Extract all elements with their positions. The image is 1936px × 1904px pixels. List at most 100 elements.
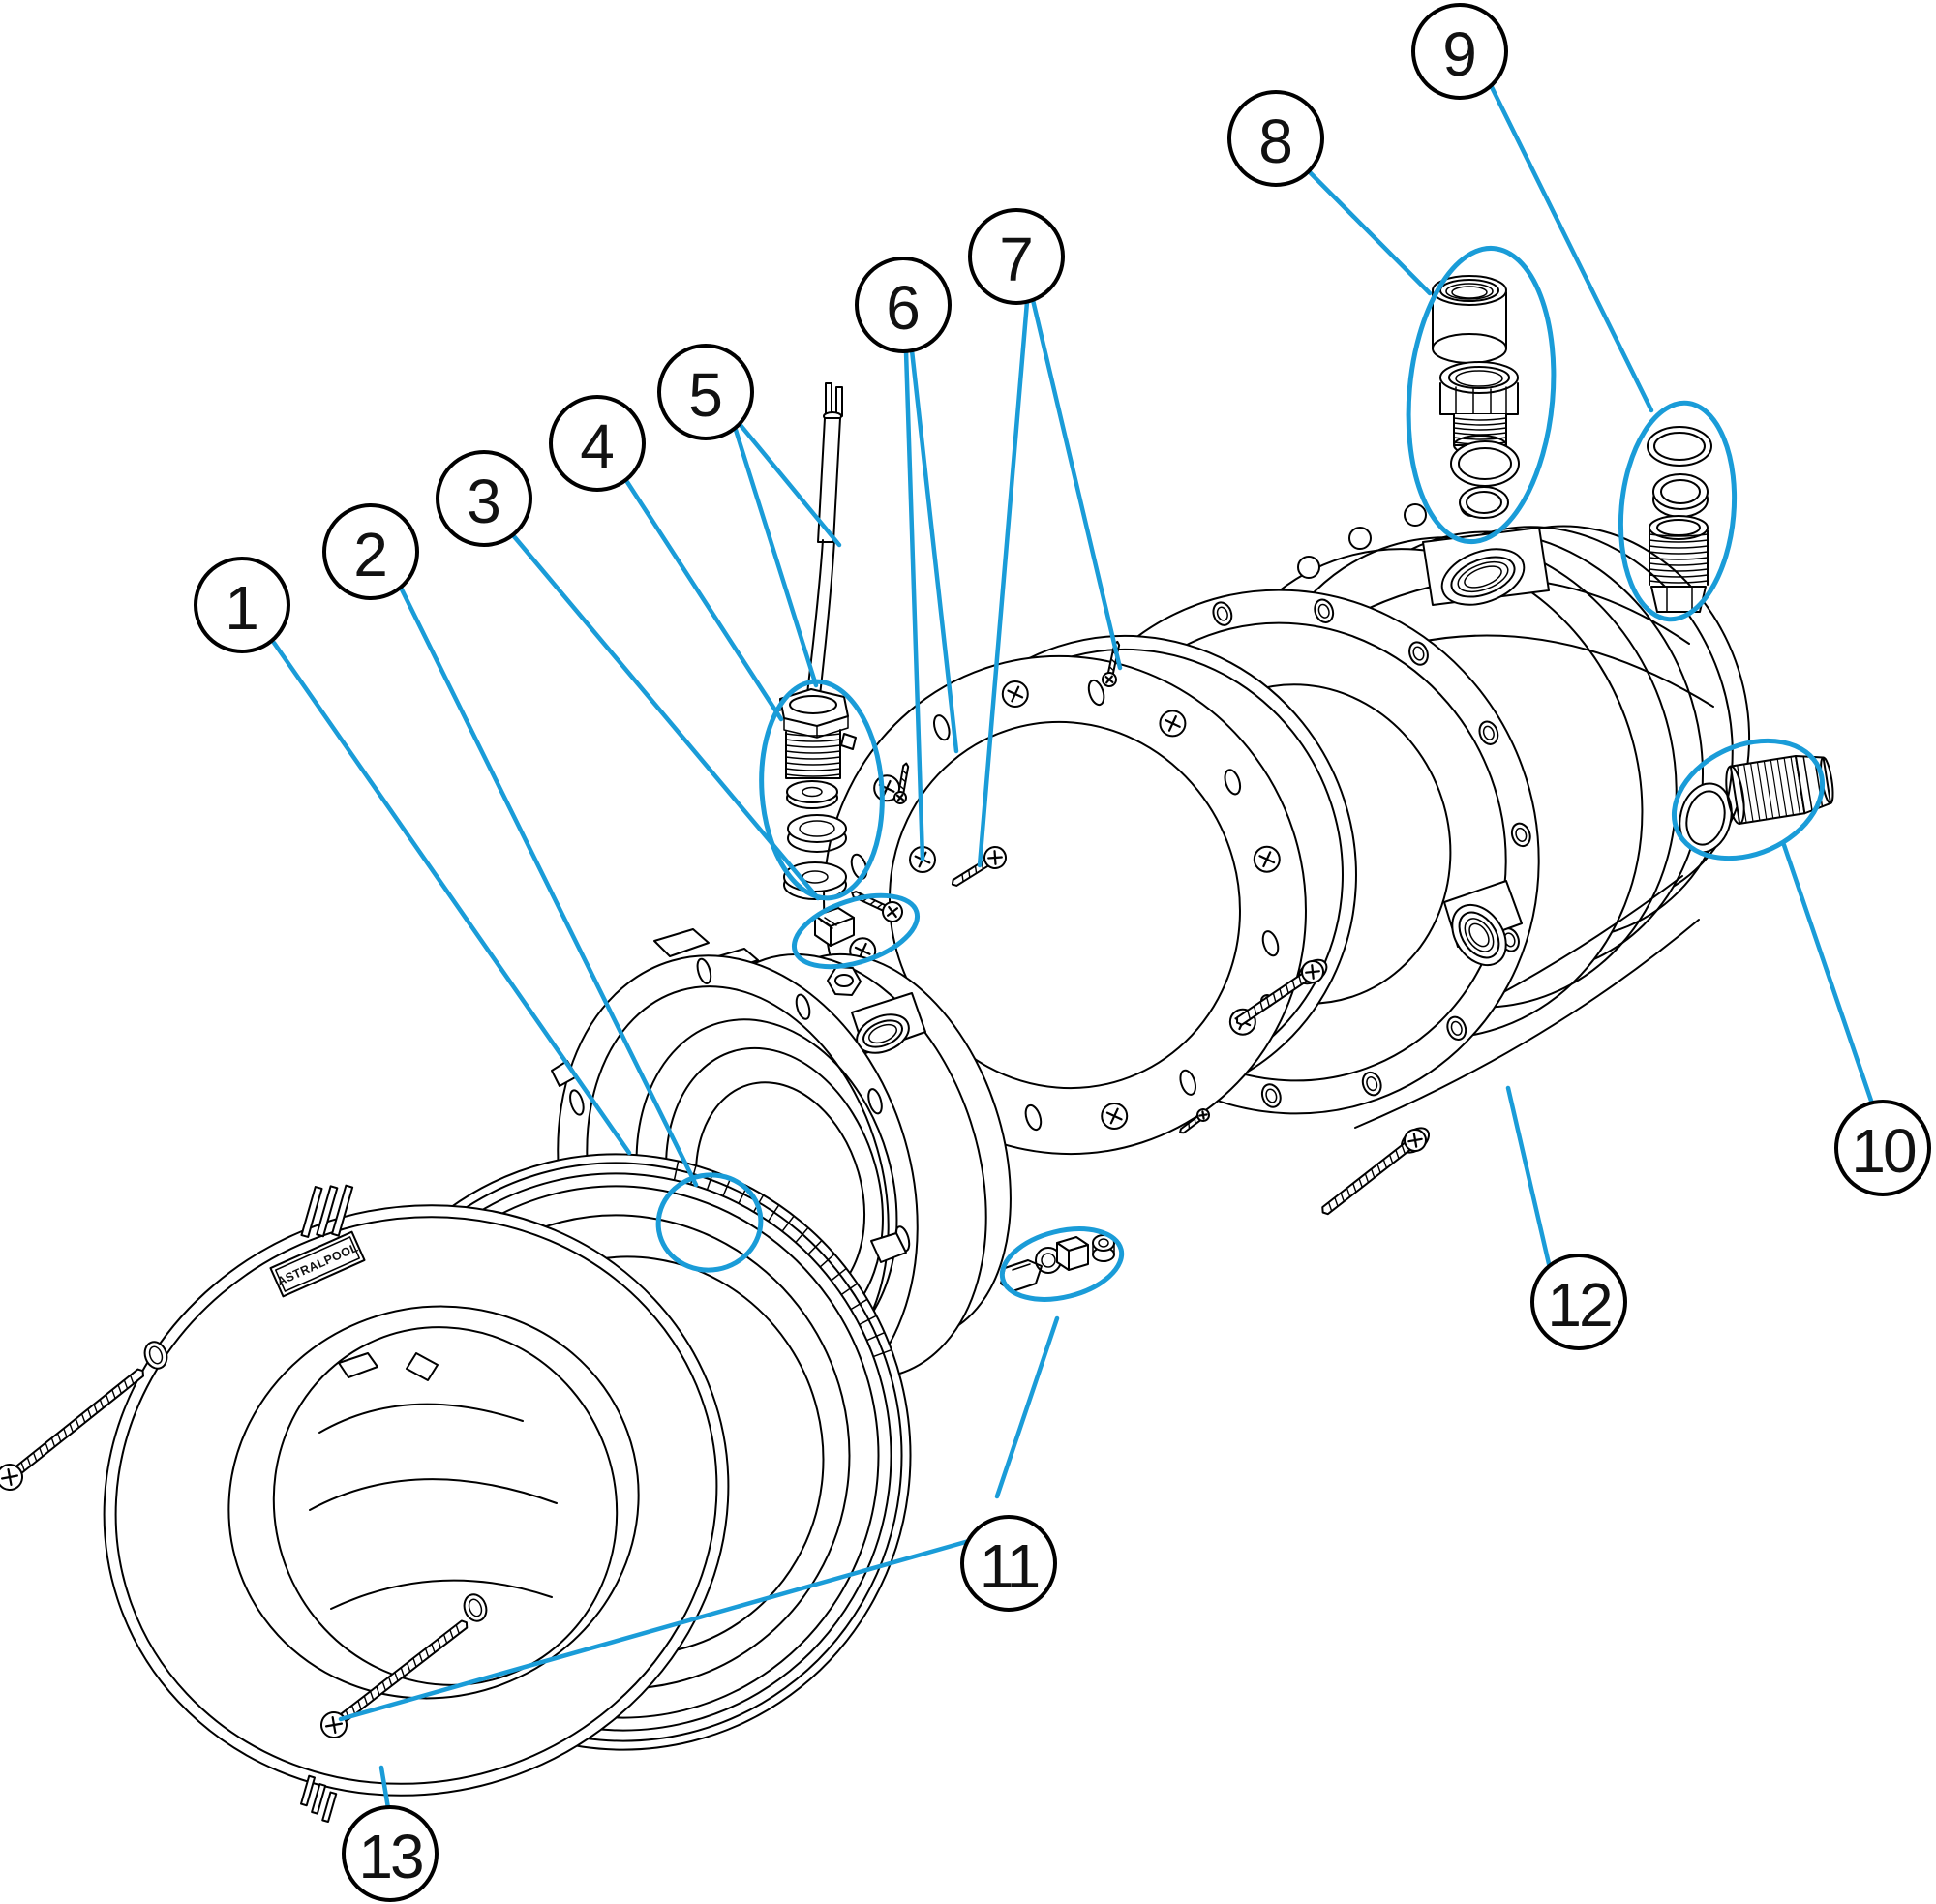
leader-line-10	[1781, 842, 1875, 1106]
bezel-fixing-screw-shape	[442, 1633, 448, 1645]
tapping-screw-shape	[900, 777, 907, 783]
bezel-vent-slots-shape	[316, 1185, 339, 1238]
bezel-fixing-screw	[0, 1368, 145, 1491]
callout-1: 1	[194, 557, 290, 653]
fixing-flange-face-screws-shape	[1224, 769, 1242, 796]
bezel-fixing-screw-shape	[381, 1680, 387, 1692]
collar-screw-shape	[1266, 996, 1270, 1008]
fixing-flange-face-screws-shape	[1087, 679, 1105, 707]
bezel-fixing-screw-shape	[357, 1700, 362, 1710]
callout-number-13: 13	[358, 1822, 422, 1891]
conduit-gland-set-9	[1647, 426, 1712, 613]
callout-circle-5	[657, 344, 754, 440]
leader-line-5	[737, 421, 842, 548]
o-ring-small-shape	[1466, 491, 1502, 514]
gasket-hatching-shape	[722, 1178, 732, 1196]
gasket-hatching-shape	[781, 1216, 795, 1232]
threaded-gland-shape-shape	[1649, 545, 1709, 549]
bushing	[1652, 473, 1709, 518]
housing-flange-holes-shape	[1446, 1015, 1467, 1042]
lamp-gland-port-shape	[862, 1019, 903, 1048]
bezel-ring: ASTRALPOOL	[103, 1184, 730, 1824]
bezel-fixing-screw-shape	[80, 1413, 86, 1424]
housing-flange-holes-shape	[1366, 1076, 1378, 1092]
bezel-screw-hole-shape	[148, 1345, 164, 1365]
threaded-gland-shape-shape	[1649, 562, 1709, 566]
gasket-hatching-shape	[768, 1204, 779, 1222]
callout-circle-12	[1530, 1254, 1627, 1350]
bezel-inner-clip	[406, 1352, 439, 1381]
bezel-fixing-screw-shape	[376, 1685, 380, 1697]
bezel-fixing-screw-shape	[412, 1657, 417, 1668]
highlight-ellipse-part-3	[791, 892, 921, 970]
callout-8: 8	[1227, 90, 1324, 187]
callout-circle-13	[342, 1805, 439, 1902]
bezel-fixing-screw-shape	[369, 1690, 375, 1701]
bezel-fixing-screw-shape	[75, 1418, 80, 1429]
glass-through-opening	[318, 1403, 524, 1434]
callout-number-9: 9	[1442, 19, 1477, 89]
threaded-gland-shape-shape	[1649, 557, 1709, 560]
threaded-gland	[1649, 515, 1709, 613]
conduit-gland-shape-shape	[1453, 417, 1507, 421]
collar-screw-shape	[1388, 1154, 1394, 1164]
bezel-fixing-screw-shape	[129, 1375, 135, 1385]
tapping-screw-7-shape	[968, 869, 971, 879]
lamp-gland-port-shape	[868, 1023, 897, 1044]
threaded-gland-shape-shape	[1649, 574, 1709, 578]
cable-gland-shape-shape	[785, 762, 841, 766]
bezel-ring-shape	[272, 1326, 619, 1686]
wire-tip	[835, 386, 843, 417]
collar-screw-shape	[1382, 1159, 1388, 1169]
collar-screw-shape	[1370, 1167, 1376, 1179]
callout-7: 7	[968, 208, 1065, 305]
tapping-screw-shape	[898, 785, 905, 791]
lamp-ring-slots-shape	[795, 993, 811, 1020]
conduit-gland-set-8	[1432, 275, 1520, 519]
callout-number-11: 11	[980, 1531, 1039, 1601]
conduit-sleeve-shape	[1445, 283, 1494, 300]
gasket-hatching	[673, 1161, 892, 1357]
callout-circle-4	[549, 395, 646, 492]
cable-gland-shape	[785, 729, 841, 779]
flange-screw-head-shape	[1007, 685, 1024, 703]
bezel-ring-shape	[227, 1305, 640, 1700]
tapping-screw-7-shape	[981, 861, 984, 870]
gland-washer-shape	[802, 786, 823, 798]
leader-line-11	[994, 1315, 1060, 1499]
conduit-gland	[1439, 361, 1519, 456]
bezel-fixing-screw-shape	[105, 1394, 110, 1405]
callout-circle-2	[322, 503, 419, 600]
bezel-fixing-screw-shape	[324, 1715, 344, 1735]
clamp-screw	[851, 891, 903, 922]
collar-screw-shape	[1395, 1149, 1400, 1160]
gasket-hatching-shape	[831, 1268, 847, 1282]
collar-screw	[1236, 960, 1324, 1026]
leader-line-5	[733, 427, 819, 688]
collar-screw-shape	[1305, 964, 1320, 980]
housing-top-port-shape	[1450, 556, 1516, 598]
housing-side-port-shape	[1451, 903, 1507, 967]
bezel-fixing-screw-shape	[431, 1643, 436, 1653]
callout-circle-9	[1411, 3, 1508, 100]
housing-flange-holes-shape	[1510, 822, 1531, 848]
highlight-ellipse-part-2	[655, 1172, 764, 1273]
callout-number-3: 3	[467, 467, 501, 536]
leader-line-11	[338, 1536, 979, 1722]
conduit-gland-shape	[1448, 366, 1510, 389]
tapping-screw-7-shape	[1108, 666, 1115, 672]
bezel-fixing-screw-shape	[449, 1628, 454, 1640]
housing-flange-holes-shape	[1482, 725, 1495, 740]
conduit-gland-shape	[1455, 386, 1507, 417]
leader-line-2	[398, 585, 699, 1188]
housing-flange-holes-shape	[1212, 601, 1233, 626]
leader-line-7	[977, 299, 1030, 868]
threaded-gland-shape-shape	[1649, 551, 1709, 555]
collar-screw-shape	[1407, 1133, 1423, 1148]
bezel-ring-shape	[114, 1216, 718, 1785]
bezel-vent-slots	[300, 1184, 354, 1238]
cable-gland-shape-shape	[785, 768, 841, 771]
